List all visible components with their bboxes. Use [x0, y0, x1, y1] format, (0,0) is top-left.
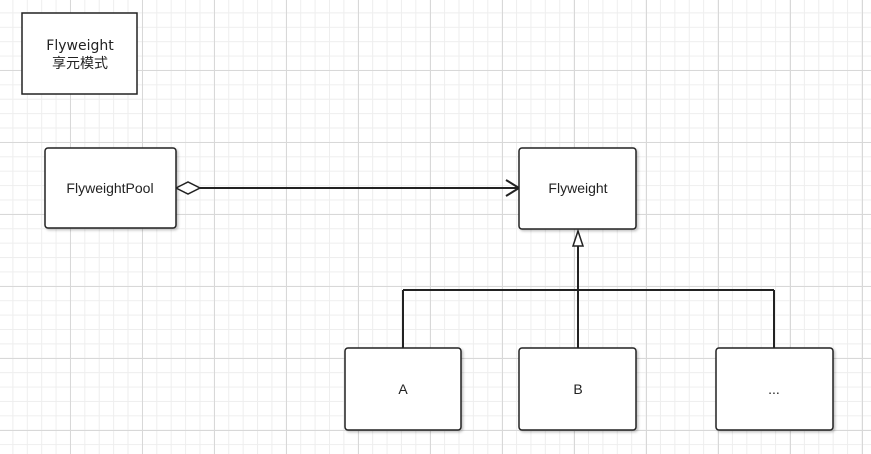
aggregation-connector[interactable]: [174, 179, 521, 197]
title-note-box: [21, 12, 138, 95]
class-node-a[interactable]: A: [344, 347, 462, 431]
generalization-arrowhead: [571, 228, 585, 247]
class-box-flyweight: [518, 147, 637, 230]
class-node-flyweightpool[interactable]: FlyweightPool: [44, 147, 177, 229]
class-box-a: [344, 347, 462, 431]
class-label-a: A: [398, 381, 408, 397]
class-node-more[interactable]: ...: [715, 347, 834, 431]
class-label-flyweightpool: FlyweightPool: [66, 180, 153, 196]
class-label-b: B: [573, 381, 582, 397]
class-node-b[interactable]: B: [518, 347, 637, 431]
title-note[interactable]: Flyweight 享元模式: [21, 12, 138, 95]
class-label-more: ...: [768, 381, 780, 397]
class-node-flyweight[interactable]: Flyweight: [518, 147, 637, 230]
aggregation-diamond: [174, 181, 202, 195]
title-note-line2: 享元模式: [52, 55, 108, 72]
title-note-line1: Flyweight: [46, 38, 114, 54]
class-box-more: [715, 347, 834, 431]
generalization-connector[interactable]: [402, 228, 775, 348]
class-box-b: [518, 347, 637, 431]
class-box-flyweightpool: [44, 147, 177, 229]
class-label-flyweight: Flyweight: [548, 180, 607, 196]
